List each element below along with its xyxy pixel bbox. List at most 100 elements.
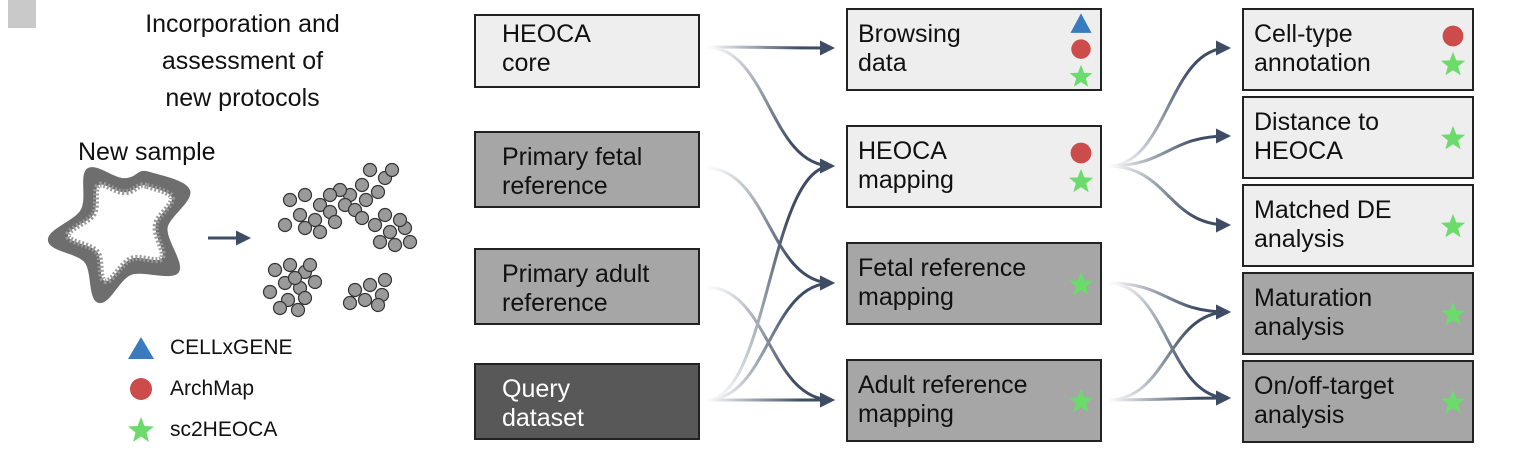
method-box-browsing-data: Browsing data [846,8,1102,91]
flow-arrow [1107,128,1231,168]
star-icon [1068,388,1094,412]
tool-icons [1440,98,1466,177]
circle-icon [1070,142,1092,163]
cell-dot [377,272,393,288]
output-box-maturation-analysis: Maturation analysis [1242,272,1474,355]
organoid-icon [47,167,191,304]
tool-icons [1068,127,1094,206]
cell-dot [382,224,398,240]
legend-label: sc2HEOCA [170,417,278,441]
box-label: HEOCA mapping [858,137,954,194]
star-icon [1069,64,1093,87]
flow-arrow [705,166,835,291]
dissociated-cells [262,162,418,318]
triangle-icon [128,336,154,359]
box-label: On/off-target analysis [1254,372,1394,429]
flow-arrow [1107,390,1231,406]
star-icon [1068,168,1094,192]
circle-icon [1442,25,1464,46]
cell-dot [358,192,374,208]
method-box-fetal-mapping: Fetal reference mapping [846,242,1102,325]
cell-dot [370,297,386,313]
circle-icon [1071,39,1091,60]
input-box-heoca-core: HEOCA core [474,14,700,88]
cell-dot [267,262,283,278]
box-label: Adult reference mapping [858,371,1028,428]
method-box-heoca-mapping: HEOCA mapping [846,125,1102,208]
new-sample-label: New sample [78,138,216,166]
output-box-matched-de-analysis: Matched DE analysis [1242,184,1474,267]
cell-dot [372,234,388,250]
tool-icons [1440,274,1466,353]
tool-icons [1068,10,1094,89]
flow-arrow [705,158,835,402]
box-label: Primary fetal reference [502,143,643,200]
cell-dot [402,234,418,250]
cell-dot [307,212,323,228]
flow-arrow [1107,164,1231,233]
cell-dot [282,192,298,208]
flow-arrow [705,40,835,56]
star-icon [1068,271,1094,295]
legend-item-archmap: ArchMap [126,368,293,409]
input-box-query-dataset: Query dataset [474,363,700,440]
tool-icons [1440,186,1466,265]
cell-dot [297,187,313,203]
flow-arrow [705,45,835,174]
cell-dot [367,217,383,233]
legend-label: CELLxGENE [170,335,293,359]
intro-title: Incorporation and assessment of new prot… [145,10,340,112]
tool-icons [1068,361,1094,440]
cell-dot [327,214,343,230]
cell-dot [312,224,328,240]
cell-dot [307,274,323,290]
box-label: Browsing data [858,20,961,77]
cell-dot [277,217,293,233]
cell-dot [362,162,378,178]
input-box-primary-fetal: Primary fetal reference [474,131,700,208]
cell-dot [290,302,306,318]
tool-icons [1440,10,1466,89]
cell-dot [322,187,338,203]
box-label: Cell-type annotation [1254,20,1371,77]
cell-dot [377,207,393,223]
panel-tab [8,0,36,28]
cell-dot [297,290,313,306]
legend-label: ArchMap [170,376,255,400]
flow-arrow [1107,281,1231,320]
legend-item-sc2heoca: sc2HEOCA [126,409,293,450]
box-label: Distance to HEOCA [1254,108,1380,165]
box-label: Matched DE analysis [1254,196,1392,253]
cell-dot [312,197,328,213]
tool-icons [1068,244,1094,323]
star-icon [128,416,154,442]
flow-arrow [1107,281,1231,406]
input-box-primary-adult: Primary adult reference [474,248,700,325]
output-box-distance-to-heoca: Distance to HEOCA [1242,96,1474,179]
cell-dot [370,184,386,200]
cell-dot [357,292,373,308]
cell-dot [272,300,288,316]
star-icon [1440,301,1466,325]
cell-dot [262,284,278,300]
star-icon [1440,125,1466,149]
star-icon [1440,51,1466,75]
box-label: Primary adult reference [502,260,650,317]
flow-arrow [705,275,835,402]
method-box-adult-mapping: Adult reference mapping [846,359,1102,442]
cell-dot [287,270,303,286]
box-label: Fetal reference mapping [858,254,1027,311]
cell-dot [302,257,318,273]
cell-dot [384,162,400,178]
cell-dot [347,282,363,298]
tool-icons [1440,362,1466,441]
box-label: HEOCA core [502,20,591,77]
cell-dot [354,177,370,193]
legend: CELLxGENE ArchMap sc2HEOCA [126,327,293,450]
star-icon [1440,213,1466,237]
cell-dot [387,237,403,253]
flow-arrow [1107,304,1231,402]
flow-arrows [705,40,1231,408]
circle-icon [130,377,152,400]
